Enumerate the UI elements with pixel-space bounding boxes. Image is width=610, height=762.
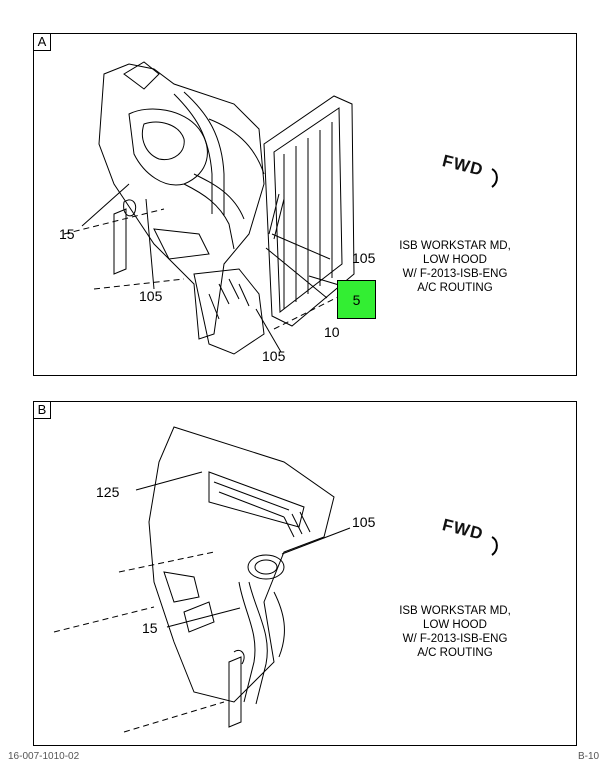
note-line: LOW HOOD <box>423 254 487 266</box>
callout-5-highlight: 5 <box>337 280 376 319</box>
diagram-panel-b: B <box>33 401 577 746</box>
note-line: LOW HOOD <box>423 619 487 631</box>
callout-105: 105 <box>352 514 376 530</box>
note-line: ISB WORKSTAR MD, <box>399 605 511 617</box>
note-line: A/C ROUTING <box>417 647 493 659</box>
panel-b-letter: B <box>34 402 51 419</box>
routing-note-a: ISB WORKSTAR MD, LOW HOOD W/ F-2013-ISB-… <box>370 239 540 295</box>
note-line: ISB WORKSTAR MD, <box>399 240 511 252</box>
note-line: W/ F-2013-ISB-ENG <box>402 268 508 280</box>
note-line: A/C ROUTING <box>417 282 493 294</box>
routing-note-b: ISB WORKSTAR MD, LOW HOOD W/ F-2013-ISB-… <box>370 604 540 660</box>
engine-illustration-a <box>63 61 498 355</box>
callout-105-bottom: 105 <box>262 348 286 364</box>
callout-15: 15 <box>59 226 75 242</box>
callout-15: 15 <box>142 620 158 636</box>
engine-illustration-b <box>53 426 498 733</box>
callout-105-right: 105 <box>352 250 376 266</box>
footer-page-number: B-10 <box>578 751 600 762</box>
diagram-panel-a: A <box>33 33 577 376</box>
panel-a-letter: A <box>34 34 51 51</box>
footer-doc-number: 16-007-1010-02 <box>8 751 80 762</box>
callout-10: 10 <box>324 324 340 340</box>
callout-105-left: 105 <box>139 288 163 304</box>
callout-125: 125 <box>96 484 120 500</box>
note-line: W/ F-2013-ISB-ENG <box>402 633 508 645</box>
